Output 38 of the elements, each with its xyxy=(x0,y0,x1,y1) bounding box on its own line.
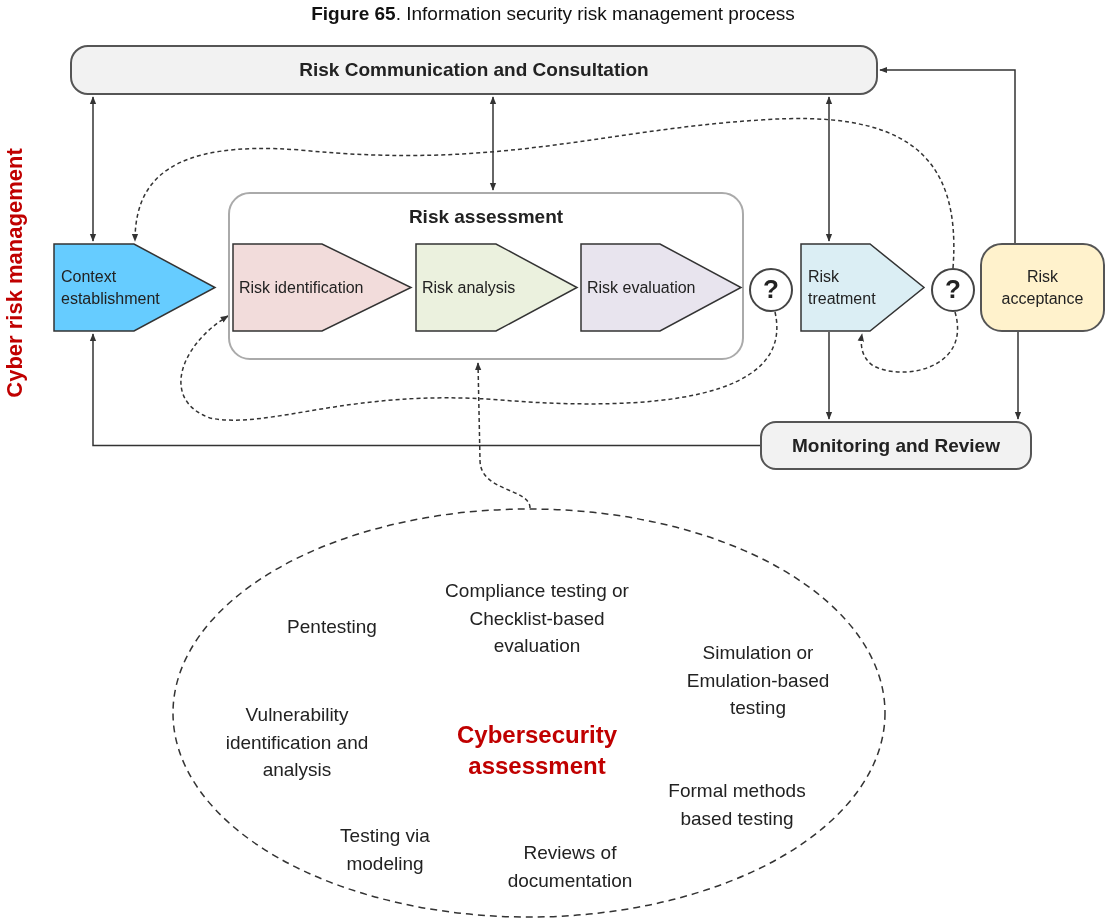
banner-box xyxy=(70,45,878,95)
node-label: Risk analysis xyxy=(422,277,516,298)
decision-circle xyxy=(749,268,793,312)
arrow xyxy=(89,96,97,242)
method-label: Formal methods based testing xyxy=(667,779,807,831)
arrow xyxy=(489,96,497,191)
node-label: Risk evaluation xyxy=(587,277,696,298)
ellipse-heading: Cybersecurity assessment xyxy=(455,719,619,781)
decision-circle xyxy=(931,268,975,312)
method-label: Compliance testing or Checklist-based evaluation xyxy=(444,578,630,658)
node-label: Context establishment xyxy=(61,266,161,309)
dashed-arrow xyxy=(474,362,531,509)
method-label: Reviews of documentation xyxy=(506,841,634,893)
arrow xyxy=(825,331,833,420)
dashed-arrow xyxy=(857,311,959,373)
method-label: Simulation or Emulation-based testing xyxy=(685,640,831,720)
node-label: Risk Communication and Consultation xyxy=(299,58,649,83)
dashed-arrow xyxy=(180,311,778,421)
dashed-arrow xyxy=(132,117,955,269)
arrow xyxy=(1014,331,1022,420)
node-label: Monitoring and Review xyxy=(792,433,1000,458)
arrow xyxy=(825,96,833,242)
arrow xyxy=(879,66,1016,244)
rounded-box xyxy=(980,243,1105,332)
node-label: Risk assessment xyxy=(408,205,564,229)
group-frame xyxy=(228,192,744,360)
node-label: Risk treatment xyxy=(808,266,877,309)
side-label: Cyber risk management xyxy=(1,147,28,400)
arrow xyxy=(89,333,761,447)
question-mark: ? xyxy=(945,273,961,307)
method-label: Pentesting xyxy=(286,615,378,640)
banner-box xyxy=(760,421,1032,470)
method-label: Vulnerability identification and analysis xyxy=(224,702,370,782)
figure-title: Figure 65. Information security risk management process xyxy=(310,3,796,25)
question-mark: ? xyxy=(763,273,779,307)
node-label: Risk acceptance xyxy=(1000,266,1085,309)
node-label: Risk identification xyxy=(239,277,364,298)
method-label: Testing via modeling xyxy=(339,824,431,876)
